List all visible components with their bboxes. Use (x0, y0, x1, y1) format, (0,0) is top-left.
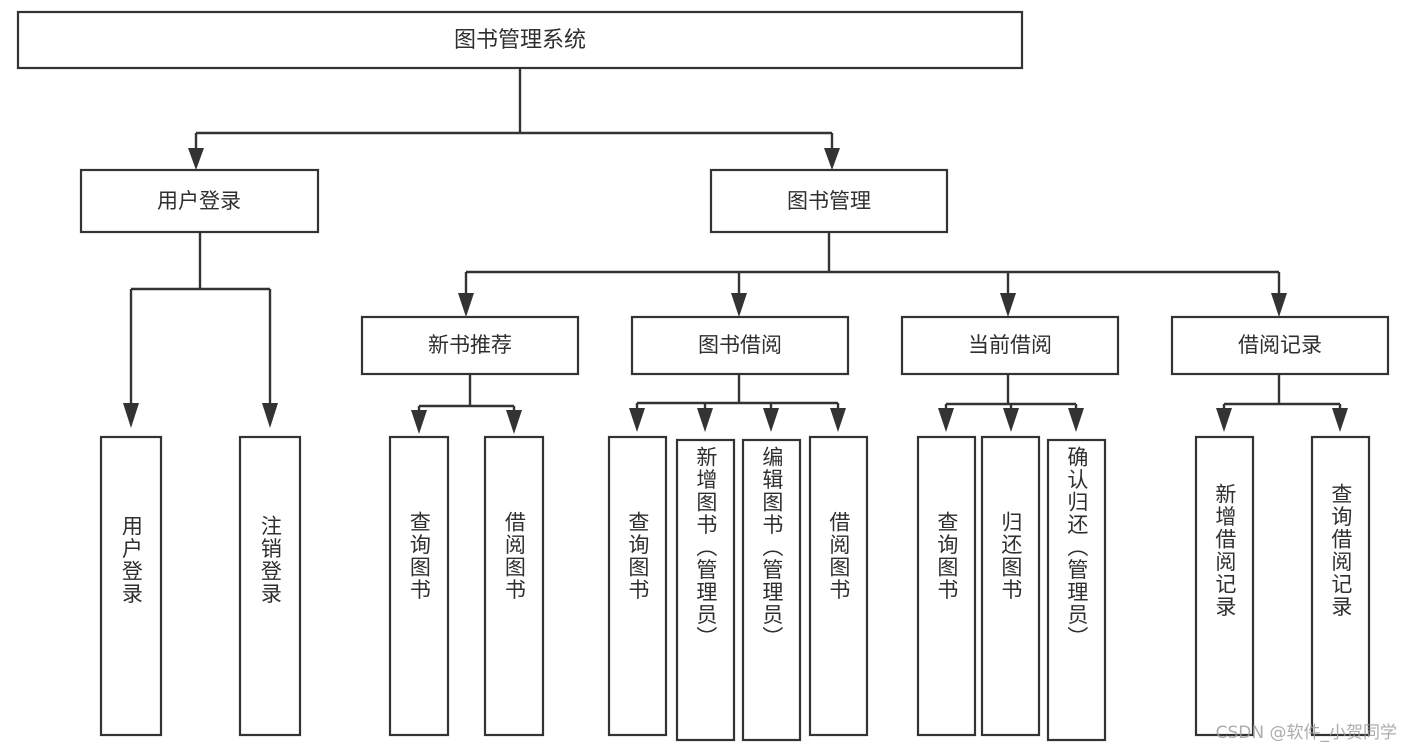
node-borrow-records-box[interactable] (1170, 315, 1390, 376)
node-borrow-records-label: 借阅记录 (1238, 333, 1322, 357)
node-book-borrow-box[interactable] (630, 315, 850, 376)
arrow-root-to-book-mgmt (824, 148, 840, 170)
arrow-borrow-leaf2 (697, 408, 713, 432)
arrow-userlogin-leaf2 (262, 403, 278, 428)
arrow-current-leaf1 (938, 408, 954, 432)
arrow-root-to-user-login (188, 148, 204, 170)
node-book-borrow[interactable]: 图书借阅 (630, 315, 850, 376)
arrow-borrow-leaf1 (629, 408, 645, 432)
arrow-bookmgmt-to-newbook (458, 293, 474, 317)
node-new-book-recommend[interactable]: 新书推荐 (360, 315, 580, 376)
node-new-book-recommend-label: 新书推荐 (428, 333, 512, 357)
node-book-management-box[interactable] (709, 168, 949, 234)
arrow-newbook-leaf2 (506, 410, 522, 434)
leaf-box-borrow-borrow[interactable] (808, 435, 869, 737)
leaf-box-borrow-query[interactable] (607, 435, 668, 737)
node-borrow-records[interactable]: 借阅记录 (1170, 315, 1390, 376)
node-book-borrow-label: 图书借阅 (698, 333, 782, 357)
arrow-current-leaf3 (1068, 408, 1084, 432)
node-root-box[interactable] (16, 10, 1024, 70)
leaf-box-user-login-logout[interactable] (238, 435, 302, 737)
arrow-bookmgmt-to-current (1000, 293, 1016, 317)
node-current-borrow[interactable]: 当前借阅 (900, 315, 1120, 376)
arrow-userlogin-leaf1 (123, 403, 139, 428)
arrow-records-leaf1 (1216, 408, 1232, 432)
node-user-login[interactable]: 用户登录 (79, 168, 320, 234)
leaf-box-records-add[interactable] (1194, 435, 1255, 737)
node-root-system[interactable]: 图书管理系统 (16, 10, 1024, 70)
leaf-box-current-confirm-admin[interactable] (1046, 438, 1107, 742)
node-book-management[interactable]: 图书管理 (709, 168, 949, 234)
leaf-box-borrow-add-admin[interactable] (675, 438, 736, 742)
arrow-newbook-leaf1 (411, 410, 427, 434)
arrow-borrow-leaf3 (763, 408, 779, 432)
node-layer: 图书管理系统 用户登录 图书管理 新书推荐 图书借阅 当前 (16, 10, 1390, 742)
leaf-box-records-query[interactable] (1310, 435, 1371, 737)
arrow-records-leaf2 (1332, 408, 1348, 432)
leaf-box-current-return[interactable] (980, 435, 1041, 737)
leaf-box-user-login-login[interactable] (99, 435, 163, 737)
node-new-book-recommend-box[interactable] (360, 315, 580, 376)
node-user-login-label: 用户登录 (157, 189, 241, 213)
arrow-bookmgmt-to-records (1271, 293, 1287, 317)
arrow-bookmgmt-to-borrow (731, 293, 747, 317)
leaf-box-current-query[interactable] (916, 435, 977, 737)
leaf-box-newbook-borrow[interactable] (483, 435, 545, 737)
arrow-current-leaf2 (1003, 408, 1019, 432)
node-current-borrow-label: 当前借阅 (968, 333, 1052, 357)
arrow-borrow-leaf4 (830, 408, 846, 432)
node-user-login-box[interactable] (79, 168, 320, 234)
node-current-borrow-box[interactable] (900, 315, 1120, 376)
connector-layer (123, 68, 1348, 434)
leaf-box-borrow-edit-admin[interactable] (741, 438, 802, 742)
watermark-text: CSDN @软件_小贺同学 (1215, 723, 1397, 743)
leaf-box-newbook-query[interactable] (388, 435, 450, 737)
node-book-management-label: 图书管理 (787, 189, 871, 213)
node-root-label: 图书管理系统 (454, 28, 586, 53)
